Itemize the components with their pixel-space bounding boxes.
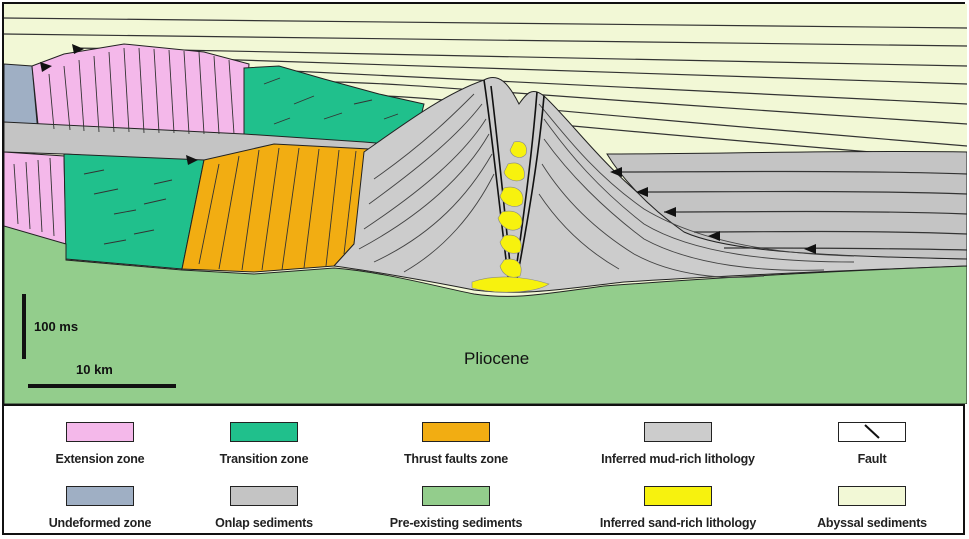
swatch-fault xyxy=(838,422,906,442)
geological-cross-section xyxy=(4,4,967,404)
onlap-arrows xyxy=(40,44,816,254)
zone-fault-ticks xyxy=(13,47,399,271)
horizontal-scale-label: 10 km xyxy=(76,362,113,377)
vertical-scale-label: 100 ms xyxy=(34,319,79,334)
label-sand: Inferred sand-rich lithology xyxy=(599,516,757,530)
sand-rich-lithology xyxy=(471,141,550,293)
onlap-layering-lines xyxy=(613,170,967,251)
swatch-preexisting xyxy=(422,486,490,506)
label-preexisting: Pre-existing sediments xyxy=(389,516,523,530)
diapir-faults xyxy=(483,79,545,285)
scale-bars xyxy=(22,294,176,388)
label-transition: Transition zone xyxy=(219,452,309,466)
swatch-undeformed xyxy=(66,486,134,506)
preexisting-sediments xyxy=(4,225,967,404)
swatch-sand xyxy=(644,486,712,506)
pliocene-label: Pliocene xyxy=(464,349,530,368)
label-thrust: Thrust faults zone xyxy=(403,452,509,466)
label-abyssal: Abyssal sediments xyxy=(817,516,927,530)
fault-icon xyxy=(864,424,880,439)
legend: Extension zone Transition zone Thrust fa… xyxy=(4,404,965,537)
swatch-mud xyxy=(644,422,712,442)
label-mud: Inferred mud-rich lithology xyxy=(601,452,755,466)
swatch-transition xyxy=(230,422,298,442)
swatch-extension xyxy=(66,422,134,442)
swatch-onlap xyxy=(230,486,298,506)
label-fault: Fault xyxy=(857,452,887,466)
swatch-abyssal xyxy=(838,486,906,506)
label-undeformed: Undeformed zone xyxy=(48,516,152,530)
label-onlap: Onlap sediments xyxy=(215,516,313,530)
mud-layering-lines xyxy=(358,93,855,278)
transition-zone-lower xyxy=(63,153,205,270)
label-extension: Extension zone xyxy=(55,452,145,466)
swatch-thrust xyxy=(422,422,490,442)
